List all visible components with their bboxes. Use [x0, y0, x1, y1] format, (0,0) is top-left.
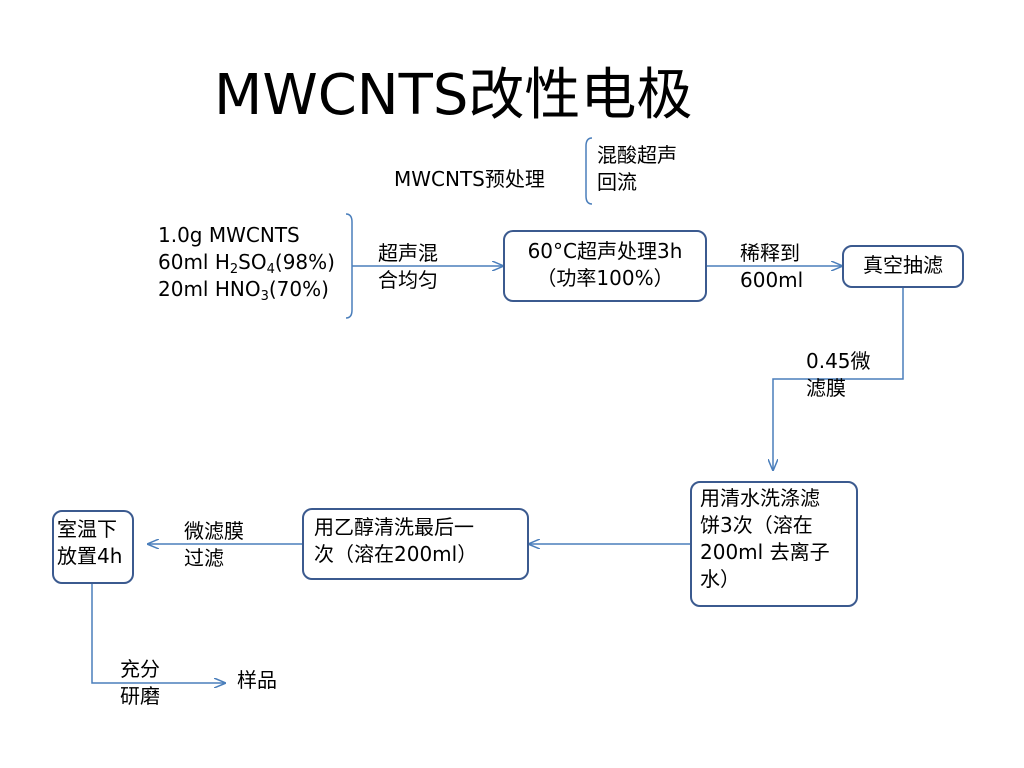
reagents-bracket — [345, 213, 353, 319]
arrow-to-wash-water — [773, 287, 904, 470]
reagent-mwcnts: 1.0g MWCNTS — [158, 223, 300, 247]
dilute-line1: 稀释到 — [740, 241, 800, 265]
pretreatment-label: MWCNTS预处理 — [394, 167, 545, 191]
microfilter-label: 微滤膜 过滤 — [184, 518, 244, 572]
wash-water-line2: 饼3次（溶在 — [700, 513, 813, 537]
wash-water-line4: 水） — [700, 567, 740, 591]
ethanol-wash-box: 用乙醇清洗最后一 次（溶在200ml） — [302, 508, 529, 580]
reagent-nitric-acid: 20ml HNO3(70%) — [158, 277, 329, 304]
membrane-line2: 滤膜 — [806, 376, 846, 400]
sample-label: 样品 — [237, 668, 277, 692]
ethanol-wash-line1: 用乙醇清洗最后一 — [314, 515, 474, 539]
microfilter-line2: 过滤 — [184, 546, 224, 570]
membrane-label: 0.45微 滤膜 — [806, 348, 871, 402]
mix-label: 超声混 合均匀 — [378, 240, 438, 294]
arrow-to-sample — [91, 584, 225, 683]
microfilter-line1: 微滤膜 — [184, 519, 244, 543]
pretreatment-note-line2: 回流 — [597, 170, 637, 194]
sonicate-line1: 60°C超声处理3h — [527, 239, 683, 263]
pretreatment-note: 混酸超声 回流 — [597, 142, 677, 196]
vacuum-filter-label: 真空抽滤 — [863, 253, 943, 277]
room-temp-box: 室温下 放置4h — [52, 510, 134, 584]
pretreatment-bracket — [585, 137, 593, 205]
wash-water-box: 用清水洗涤滤 饼3次（溶在 200ml 去离子 水） — [690, 481, 858, 607]
dilute-line2: 600ml — [740, 268, 804, 292]
pretreatment-note-line1: 混酸超声 — [597, 143, 677, 167]
mix-label-line1: 超声混 — [378, 241, 438, 265]
mix-label-line2: 合均匀 — [378, 268, 438, 292]
grind-line2: 研磨 — [120, 684, 160, 708]
ethanol-wash-line2: 次（溶在200ml） — [314, 542, 478, 566]
sonicate-step-box: 60°C超声处理3h （功率100%） — [503, 230, 707, 302]
sonicate-line2: （功率100%） — [536, 266, 674, 290]
grind-line1: 充分 — [120, 657, 160, 681]
vacuum-filter-box: 真空抽滤 — [842, 245, 964, 288]
reagent-sulfuric-acid: 60ml H2SO4(98%) — [158, 250, 335, 277]
room-temp-line1: 室温下 — [57, 517, 117, 541]
room-temp-line2: 放置4h — [57, 544, 123, 568]
grind-label: 充分 研磨 — [120, 656, 160, 710]
wash-water-line3: 200ml 去离子 — [700, 540, 830, 564]
page-title: MWCNTS改性电极 — [214, 63, 693, 128]
reagents-list: 1.0g MWCNTS 60ml H2SO4(98%) 20ml HNO3(70… — [158, 222, 335, 303]
wash-water-line1: 用清水洗涤滤 — [700, 486, 820, 510]
dilute-label: 稀释到 600ml — [740, 240, 803, 294]
membrane-line1: 0.45微 — [806, 349, 871, 373]
